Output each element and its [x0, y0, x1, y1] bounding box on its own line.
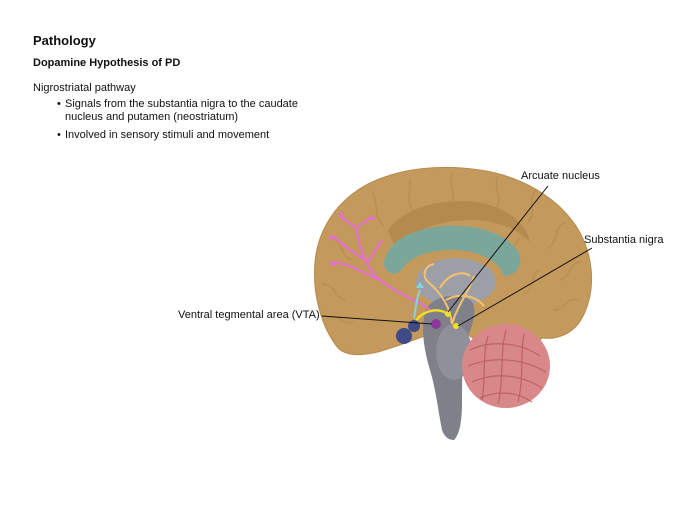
navy-nucleus — [396, 328, 412, 344]
pathway-arrowheads — [328, 212, 376, 266]
substantia-nigra-label: Substantia nigra — [584, 234, 664, 246]
thalamus — [416, 258, 496, 306]
substantia-nigra-dot — [453, 323, 459, 329]
substantia-leader-line — [457, 247, 593, 327]
gyri-folds — [321, 171, 583, 324]
slide-title: Pathology — [33, 33, 96, 48]
bullet-item: Signals from the substantia nigra to the… — [57, 98, 337, 124]
vta-leader-line — [321, 315, 433, 325]
vta-label: Ventral tegmental area (VTA) — [178, 309, 320, 321]
cerebellum — [462, 324, 550, 408]
corpus-callosum — [384, 225, 521, 276]
inner-cortex — [388, 201, 530, 250]
tuberoinfundibular-pathway — [413, 289, 421, 319]
vta-nucleus — [431, 319, 441, 329]
slide-subtitle: Dopamine Hypothesis of PD — [33, 57, 181, 69]
section-heading: Nigrostriatal pathway — [33, 82, 136, 94]
navy-nucleus-small — [408, 320, 420, 332]
cyan-arrowhead — [416, 282, 424, 288]
arcuate-nucleus-label: Arcuate nucleus — [521, 170, 600, 182]
nigrostriatal-pathway — [423, 263, 485, 325]
bullet-item: Involved in sensory stimuli and movement — [57, 129, 337, 142]
bullet-list: Signals from the substantia nigra to the… — [57, 98, 337, 147]
mesocortical-pathway — [331, 215, 433, 313]
arcuate-leader-line — [447, 185, 549, 313]
arcuate-nucleus-dot — [445, 311, 451, 317]
